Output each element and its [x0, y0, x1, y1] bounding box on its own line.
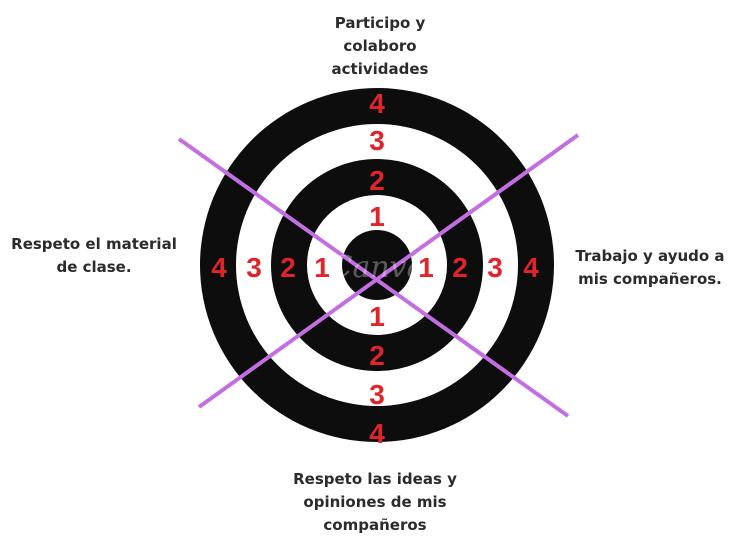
score-top-2: 2: [369, 165, 385, 196]
numbers-right: 1 2 3 4: [418, 252, 539, 283]
score-left-2: 2: [280, 252, 296, 283]
score-left-3: 3: [246, 252, 262, 283]
canva-watermark: Canva: [330, 250, 425, 285]
numbers-bottom: 1 2 3 4: [369, 301, 385, 449]
score-bottom-1: 1: [369, 301, 385, 332]
score-right-4: 4: [523, 252, 539, 283]
numbers-left: 4 3 2 1: [211, 252, 330, 283]
bullseye-center: [342, 230, 412, 300]
score-top-3: 3: [369, 125, 385, 156]
score-top-4: 4: [369, 88, 385, 119]
score-left-4: 4: [211, 252, 227, 283]
score-right-3: 3: [487, 252, 503, 283]
score-top-1: 1: [369, 201, 385, 232]
score-left-1: 1: [314, 252, 330, 283]
score-right-2: 2: [452, 252, 468, 283]
score-bottom-2: 2: [369, 340, 385, 371]
score-bottom-3: 3: [369, 379, 385, 410]
divider-line-descending: [177, 137, 570, 418]
label-trabajo-ayudo: Trabajo y ayudo a mis compañeros.: [575, 247, 725, 288]
divider-line-ascending: [197, 133, 580, 409]
score-bottom-4: 4: [369, 418, 385, 449]
score-right-1: 1: [418, 252, 434, 283]
label-participo-colaboro: Participo y colaboro actividades: [331, 14, 429, 78]
numbers-top: 4 3 2 1: [369, 88, 385, 232]
label-respeto-ideas: Respeto las ideas y opiniones de mis com…: [293, 470, 457, 534]
label-respeto-material: Respeto el material de clase.: [11, 235, 177, 276]
